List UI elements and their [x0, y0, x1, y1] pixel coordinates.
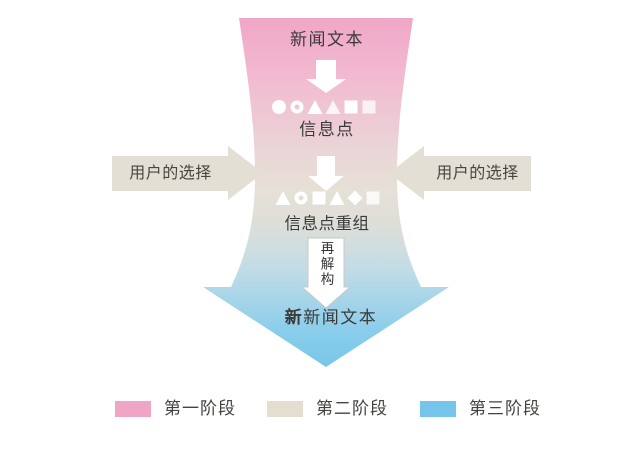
source-text-label: 新闻文本	[290, 30, 364, 49]
final-output-label: 新新闻文本	[285, 309, 378, 327]
legend-item-phase2: 第二阶段	[267, 398, 388, 420]
donut-circle-icon	[294, 191, 308, 205]
phase2-swatch	[267, 401, 303, 417]
square-icon	[344, 100, 358, 114]
legend: 第一阶段 第二阶段 第三阶段	[0, 398, 643, 422]
legend-item-phase3: 第三阶段	[420, 398, 541, 420]
phase1-label: 第一阶段	[164, 399, 236, 418]
square-icon	[312, 191, 326, 205]
triangle-icon	[307, 100, 323, 114]
down-arrow-icon	[306, 60, 346, 93]
phase1-swatch	[115, 401, 151, 417]
square-icon	[362, 100, 376, 114]
triangle-icon	[275, 191, 291, 205]
final-output-rest: 新闻文本	[303, 308, 378, 327]
info-points-label: 信息点	[299, 120, 355, 139]
info-point-shapes-row2	[275, 190, 380, 206]
left-arrow-icon	[112, 146, 263, 200]
user-choice-right-label: 用户的选择	[436, 165, 519, 182]
donut-circle-icon	[290, 100, 304, 114]
circle-icon	[272, 100, 286, 114]
final-output-prefix: 新	[284, 308, 304, 327]
down-arrow-icon	[308, 156, 344, 191]
triangle-icon	[325, 100, 341, 114]
square-icon	[366, 191, 380, 205]
info-points-regroup-label: 信息点重组	[284, 215, 370, 233]
legend-item-phase1: 第一阶段	[115, 398, 236, 420]
phase3-label: 第三阶段	[469, 399, 541, 418]
down-arrow-banner-icon	[300, 237, 352, 309]
re-deconstruct-label: 再解构	[318, 241, 334, 288]
diamond-icon	[347, 190, 363, 206]
triangle-icon	[329, 191, 345, 205]
gradient-funnel-arrow-shape	[203, 18, 449, 367]
phase2-label: 第二阶段	[316, 399, 388, 418]
phase3-swatch	[420, 401, 456, 417]
right-arrow-icon	[389, 146, 531, 200]
info-point-shapes-row1	[272, 100, 376, 114]
user-choice-left-label: 用户的选择	[129, 165, 212, 182]
